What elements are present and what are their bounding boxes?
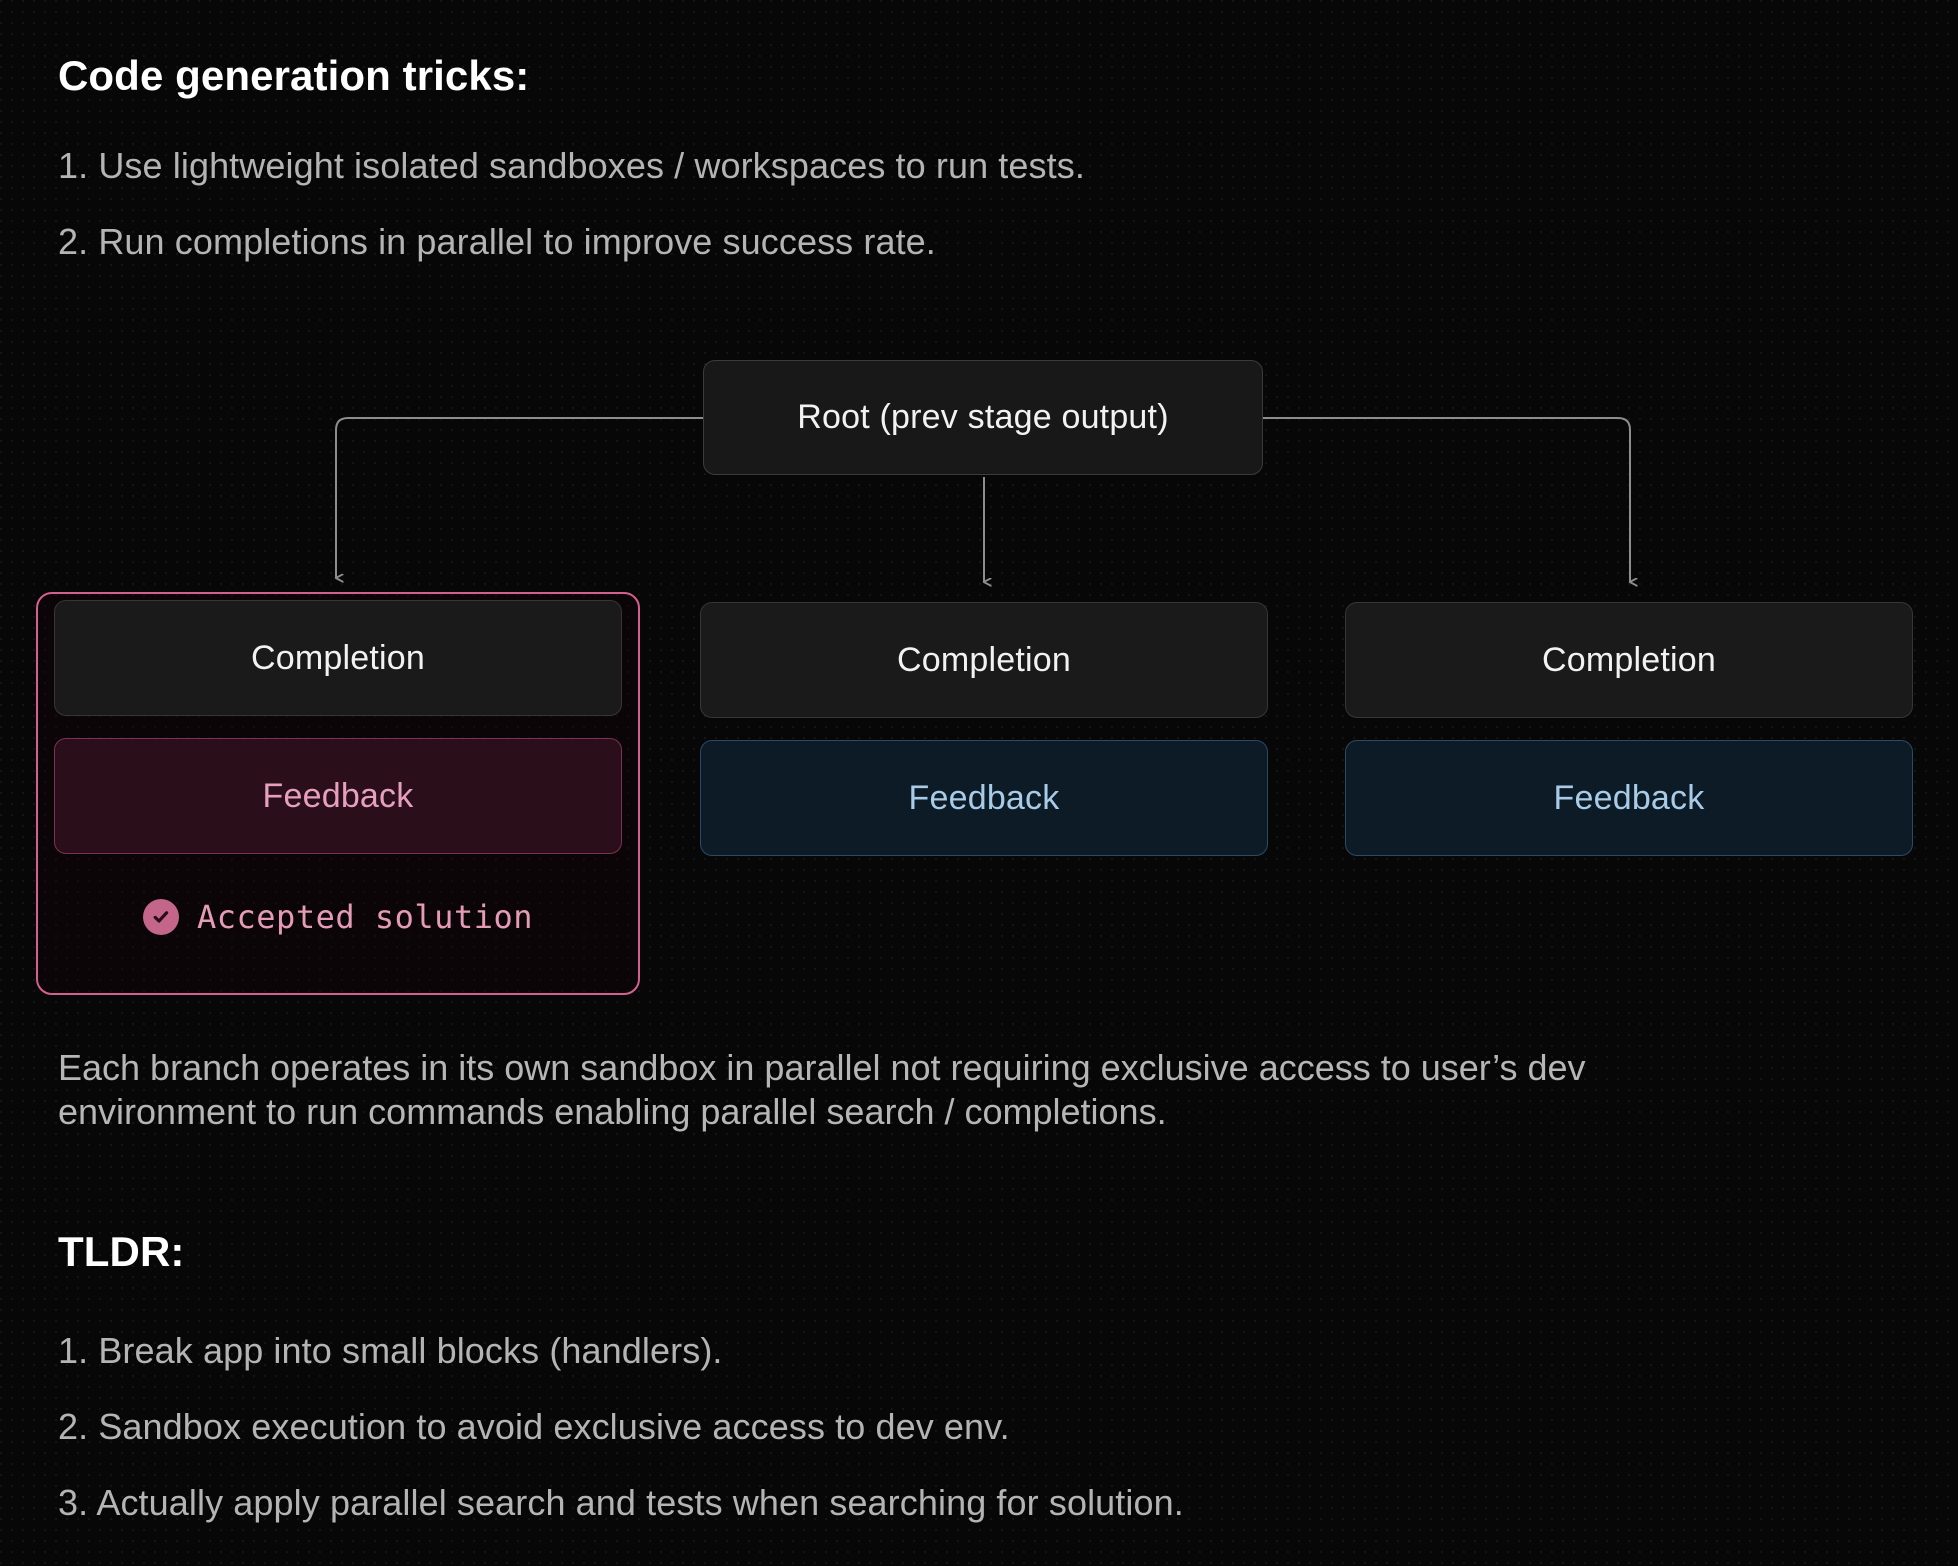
node-completion-3[interactable]: Completion [1345,602,1913,718]
trick-list-item-2: 2. Run completions in parallel to improv… [58,221,936,262]
tldr-list-item-2: 2. Sandbox execution to avoid exclusive … [58,1406,1010,1447]
tldr-list-item-1: 1. Break app into small blocks (handlers… [58,1330,723,1371]
body-paragraph: Each branch operates in its own sandbox … [58,1047,1586,1133]
accepted-solution-label: Accepted solution [196,898,533,936]
tldr-list-item-3: 3. Actually apply parallel search and te… [58,1482,1184,1523]
page-title: Code generation tricks: [58,52,530,99]
connector-root-to-branch-3 [1263,417,1630,582]
node-feedback-1[interactable]: Feedback [54,738,622,854]
accepted-solution-row: Accepted solution [54,898,622,936]
node-root[interactable]: Root (prev stage output) [703,360,1263,475]
branch-accepted-highlight[interactable] [36,592,640,995]
trick-list-item-1: 1. Use lightweight isolated sandboxes / … [58,145,1085,186]
connector-root-to-branch-1 [336,417,703,578]
node-feedback-2[interactable]: Feedback [700,740,1268,856]
check-circle-icon [142,899,179,935]
node-completion-1[interactable]: Completion [54,600,622,716]
node-completion-2[interactable]: Completion [700,602,1268,718]
tldr-heading: TLDR: [58,1228,185,1275]
node-feedback-3[interactable]: Feedback [1345,740,1913,856]
